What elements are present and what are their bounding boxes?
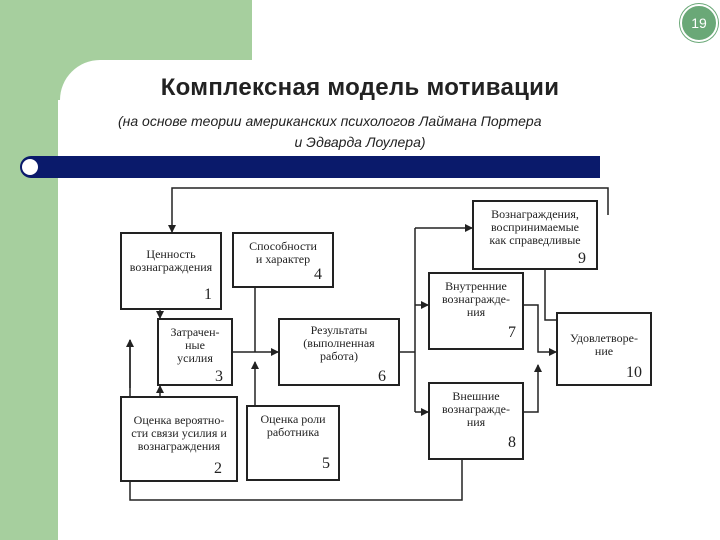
decor-green-left bbox=[0, 0, 58, 540]
box-results-text: Результаты (выполненная работа) bbox=[303, 323, 375, 363]
box-reward-value: Ценность вознаграждения 1 bbox=[120, 232, 222, 310]
box-fair-rewards: Вознаграждения, воспринимаемые как справ… bbox=[472, 200, 598, 270]
box-extrinsic-rewards-text: Внешние вознагражде- ния bbox=[441, 389, 511, 429]
box-satisfaction-number: 10 bbox=[626, 364, 642, 381]
box-intrinsic-rewards-text: Внутренние вознагражде- ния bbox=[441, 279, 511, 319]
box-extrinsic-rewards-number: 8 bbox=[508, 434, 516, 451]
box-fair-rewards-text: Вознаграждения, воспринимаемые как справ… bbox=[489, 207, 581, 247]
box-role-estimate: Оценка роли работника 5 bbox=[246, 405, 340, 481]
page-number-badge: 19 bbox=[680, 4, 718, 42]
box-reward-value-text: Ценность вознаграждения bbox=[129, 247, 213, 274]
box-intrinsic-rewards-number: 7 bbox=[508, 324, 516, 341]
box-effort-number: 3 bbox=[215, 368, 223, 385]
box-abilities-number: 4 bbox=[314, 266, 322, 283]
box-role-estimate-text: Оценка роли работника bbox=[260, 412, 326, 439]
box-satisfaction-text: Удовлетворе- ние bbox=[570, 331, 638, 358]
divider-bullet bbox=[22, 159, 38, 175]
slide-title: Комплексная модель мотивации bbox=[160, 74, 560, 101]
box-reward-value-number: 1 bbox=[204, 286, 212, 303]
box-effort: Затрачен- ные усилия 3 bbox=[157, 318, 233, 386]
slide-subtitle-line1: (на основе теории американских психолого… bbox=[118, 113, 542, 129]
box-satisfaction: Удовлетворе- ние 10 bbox=[556, 312, 652, 386]
box-role-estimate-number: 5 bbox=[322, 455, 330, 472]
box-effort-text: Затрачен- ные усилия bbox=[170, 325, 220, 365]
box-results-number: 6 bbox=[378, 368, 386, 385]
box-intrinsic-rewards: Внутренние вознагражде- ния 7 bbox=[428, 272, 524, 350]
slide-subtitle-line2: и Эдварда Лоулера) bbox=[294, 134, 426, 150]
box-results: Результаты (выполненная работа) 6 bbox=[278, 318, 400, 386]
box-abilities-text: Способности и характер bbox=[249, 239, 317, 266]
box-extrinsic-rewards: Внешние вознагражде- ния 8 bbox=[428, 382, 524, 460]
box-probability-estimate-number: 2 bbox=[214, 460, 222, 477]
title-divider-bar bbox=[20, 156, 600, 178]
box-abilities: Способности и характер 4 bbox=[232, 232, 334, 288]
box-probability-estimate: Оценка вероятно- сти связи усилия и возн… bbox=[120, 396, 238, 482]
box-fair-rewards-number: 9 bbox=[578, 250, 586, 267]
box-probability-estimate-text: Оценка вероятно- сти связи усилия и возн… bbox=[131, 413, 227, 453]
